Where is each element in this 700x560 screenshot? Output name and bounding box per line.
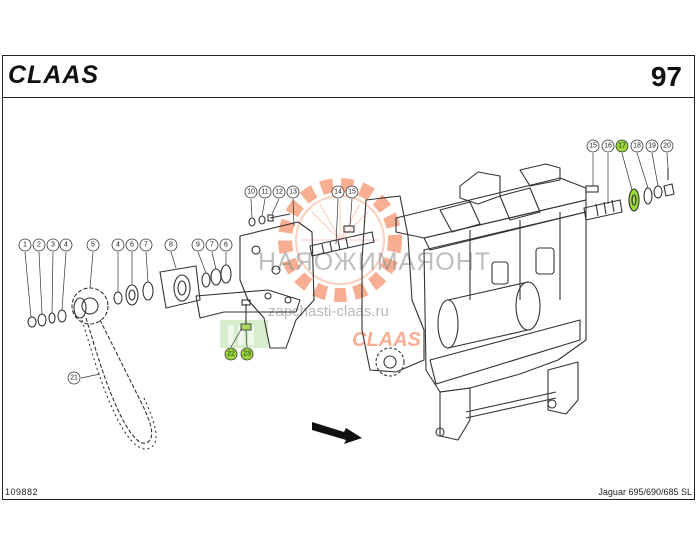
svg-text:3: 3 [51,242,55,249]
svg-text:13: 13 [289,189,297,196]
svg-text:15: 15 [348,189,356,196]
model-caption: Jaguar 695/690/685 SL [598,487,692,497]
callout-17[interactable]: 17 [615,139,633,191]
callout-19[interactable]: 19 [645,139,659,187]
svg-text:6: 6 [224,242,228,249]
svg-text:2: 2 [37,242,41,249]
svg-text:17: 17 [618,143,626,150]
svg-text:9: 9 [196,242,200,249]
callout-7-left[interactable]: 7 [139,238,153,283]
watermark-title: НАЯОЖИМАЯОНТ [258,248,491,276]
callout-16[interactable]: 16 [601,139,615,204]
svg-text:22: 22 [227,351,235,358]
claas-logo: CLAAS [6,61,116,93]
callout-18[interactable]: 18 [630,139,649,189]
svg-text:21: 21 [70,375,78,382]
svg-text:11: 11 [261,189,268,196]
svg-text:12: 12 [275,189,283,196]
svg-text:16: 16 [604,143,612,150]
callout-15-mid[interactable]: 15 [345,185,359,227]
tensioner-shaft-assembly [583,168,675,221]
page-frame [2,55,695,500]
svg-text:18: 18 [633,143,641,150]
left-parts-row [27,213,291,331]
mounting-bracket [195,221,315,349]
callout-1[interactable]: 1 [18,238,32,318]
svg-text:6: 6 [130,242,134,249]
page-number: 97 [650,61,682,92]
watermark-logo: CLAAS [352,329,422,351]
callout-15-top[interactable]: 15 [586,139,600,186]
drive-shaft [309,225,375,257]
callout-9[interactable]: 9 [191,238,207,274]
callout-22[interactable]: 22 [224,327,243,361]
callout-21[interactable]: 21 [67,371,101,385]
callout-20[interactable]: 20 [660,139,674,169]
svg-text:8: 8 [169,242,173,249]
callout-6-right[interactable]: 6 [219,238,233,265]
svg-text:14: 14 [334,189,342,196]
callout-4-right[interactable]: 4 [111,238,125,292]
callout-8[interactable]: 8 [164,238,178,269]
watermark-url: zapchasti-claas.ru [268,303,389,320]
callout-13[interactable]: 13 [286,185,300,227]
callout-23[interactable]: 23 [240,329,254,361]
callout-10[interactable]: 10 [244,185,258,219]
callout-4-left[interactable]: 4 [59,238,73,311]
callout-12[interactable]: 12 [271,185,286,215]
callouts: 15 16 17 18 19 [18,139,674,385]
header-divider [2,97,695,98]
svg-text:4: 4 [64,242,68,249]
callout-2[interactable]: 2 [32,238,46,315]
feeder-frame [361,163,587,441]
svg-text:5: 5 [91,242,95,249]
svg-text:15: 15 [589,143,597,150]
svg-text:1: 1 [23,242,27,249]
callout-14[interactable]: 14 [331,185,345,245]
svg-text:CLAAS: CLAAS [8,62,99,88]
callout-3[interactable]: 3 [46,238,60,314]
svg-text:23: 23 [243,351,251,358]
callout-7-right[interactable]: 7 [205,238,219,270]
svg-text:7: 7 [144,242,148,249]
direction-arrow [312,422,362,444]
callout-5[interactable]: 5 [86,238,100,289]
svg-text:4: 4 [116,242,120,249]
roller-chain [81,317,157,450]
document-number: 109882 [5,487,39,497]
callout-11[interactable]: 11 [258,185,272,217]
callout-6-left[interactable]: 6 [125,238,139,285]
svg-text:7: 7 [210,242,214,249]
svg-text:20: 20 [663,143,671,150]
svg-text:10: 10 [247,189,255,196]
svg-text:19: 19 [648,143,656,150]
